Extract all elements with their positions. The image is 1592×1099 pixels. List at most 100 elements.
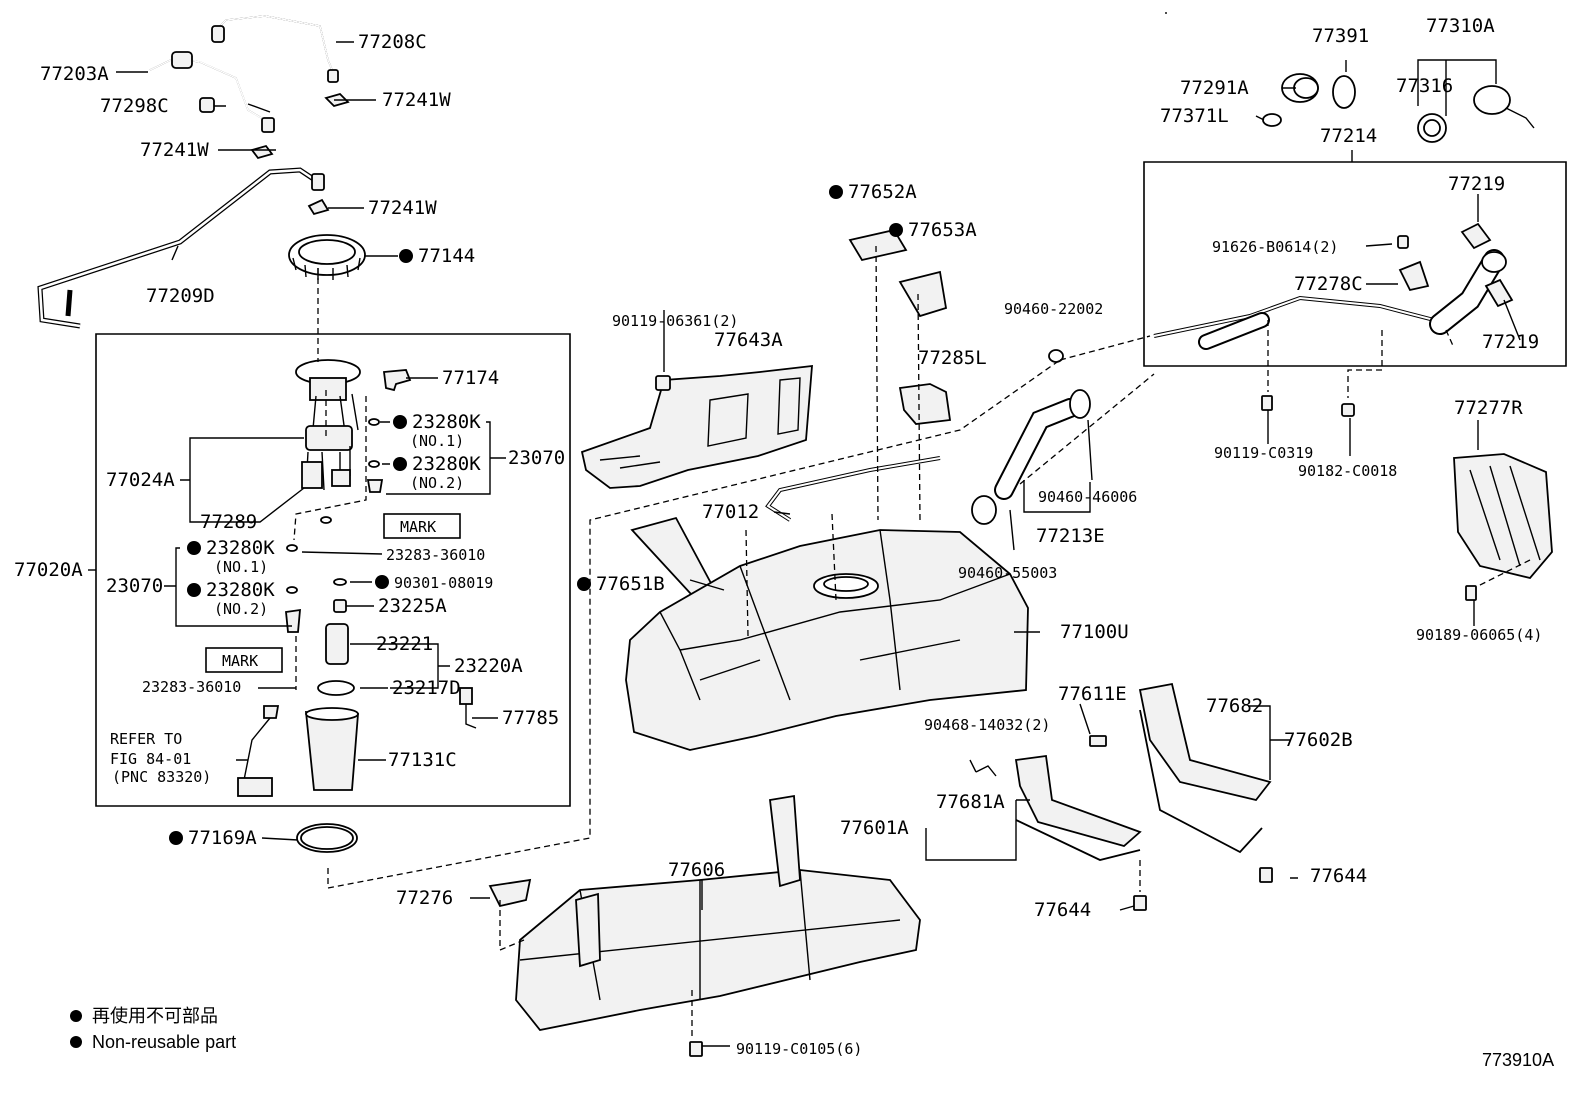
band-77601a [1014, 754, 1142, 847]
part-label-23280k-d[interactable]: 23280K [206, 579, 275, 601]
part-label-23220a[interactable]: 23220A [454, 655, 523, 677]
part-label-77682[interactable]: 77682 [1206, 695, 1263, 717]
clamp-77219-b [1484, 278, 1514, 308]
fuel-line-77208c [215, 15, 334, 73]
non-reusable-marker [393, 457, 407, 471]
clamp-90460-22002 [1048, 349, 1064, 363]
part-label-23283-a[interactable]: 23283-36010 [386, 546, 485, 564]
part-label-23225a[interactable]: 23225A [378, 595, 447, 617]
part-label-77291a[interactable]: 77291A [1180, 77, 1249, 99]
bracket-77278c [1398, 260, 1430, 292]
mark-box-a [383, 513, 461, 539]
part-label-77203a[interactable]: 77203A [40, 63, 109, 85]
part-label-23280k-a[interactable]: 23280K [412, 411, 481, 433]
part-label-77131c[interactable]: 77131C [388, 749, 457, 771]
part-label-77652a[interactable]: 77652A [848, 181, 917, 203]
part-label-90189[interactable]: 90189-06065(4) [1416, 626, 1542, 644]
part-label-90468[interactable]: 90468-14032(2) [924, 716, 1050, 734]
part-label-77643a[interactable]: 77643A [714, 329, 783, 351]
part-label-77241w-b[interactable]: 77241W [140, 139, 209, 161]
part-label-no1-a[interactable]: (NO.1) [410, 432, 464, 450]
part-label-77219-a[interactable]: 77219 [1448, 173, 1505, 195]
part-label-23221[interactable]: 23221 [376, 633, 433, 655]
bolt-91626 [1397, 235, 1409, 249]
pump-module-77024a [295, 359, 361, 491]
protector-77285l [898, 383, 952, 425]
part-label-77278c[interactable]: 77278C [1294, 273, 1363, 295]
part-label-77653a[interactable]: 77653A [908, 219, 977, 241]
part-label-23070-a[interactable]: 23070 [508, 447, 565, 469]
part-label-77601a[interactable]: 77601A [840, 817, 909, 839]
part-label-77611e[interactable]: 77611E [1058, 683, 1127, 705]
part-label-77285l[interactable]: 77285L [918, 347, 987, 369]
part-label-90301[interactable]: 90301-08019 [394, 574, 493, 592]
part-label-77371l[interactable]: 77371L [1160, 105, 1229, 127]
clamp-77241w-b [250, 144, 274, 160]
part-label-no1-b[interactable]: (NO.1) [214, 558, 268, 576]
part-label-77602b[interactable]: 77602B [1284, 729, 1353, 751]
part-label-77241w-a[interactable]: 77241W [382, 89, 451, 111]
part-label-77209d[interactable]: 77209D [146, 285, 215, 307]
refer-line-2: FIG 84-01 [110, 750, 191, 768]
diagram-id: 773910A [1482, 1050, 1554, 1070]
part-label-77277r[interactable]: 77277R [1454, 397, 1523, 419]
part-label-77100u[interactable]: 77100U [1060, 621, 1129, 643]
wire-77785 [459, 687, 473, 705]
clamp-77219-a [1460, 222, 1492, 250]
part-label-77012[interactable]: 77012 [702, 501, 759, 523]
part-label-77289[interactable]: 77289 [200, 511, 257, 533]
part-label-23280k-c[interactable]: 23280K [206, 537, 275, 559]
part-label-77644-a[interactable]: 77644 [1310, 865, 1367, 887]
ring-77391 [1332, 75, 1356, 109]
part-label-77651b[interactable]: 77651B [596, 573, 665, 595]
part-label-77681a[interactable]: 77681A [936, 791, 1005, 813]
part-label-90119-06361[interactable]: 90119-06361(2) [612, 312, 738, 330]
part-label-77144[interactable]: 77144 [418, 245, 475, 267]
part-label-77208c[interactable]: 77208C [358, 31, 427, 53]
clip-77298c [199, 97, 215, 113]
part-label-23280k-b[interactable]: 23280K [412, 453, 481, 475]
part-label-91626[interactable]: 91626-B0614(2) [1212, 238, 1338, 256]
regulator-bottom [285, 608, 301, 633]
part-label-77024a[interactable]: 77024A [106, 469, 175, 491]
bolt-77611e [1089, 735, 1107, 747]
part-label-77644-b[interactable]: 77644 [1034, 899, 1091, 921]
part-label-77391[interactable]: 77391 [1312, 25, 1369, 47]
part-label-77241w-c[interactable]: 77241W [368, 197, 437, 219]
part-label-90182[interactable]: 90182-C0018 [1298, 462, 1397, 480]
fuel-sender [237, 777, 273, 797]
part-label-90460-46006[interactable]: 90460-46006 [1038, 488, 1137, 506]
part-label-77174[interactable]: 77174 [442, 367, 499, 389]
part-label-77213e[interactable]: 77213E [1036, 525, 1105, 547]
part-label-77298c[interactable]: 77298C [100, 95, 169, 117]
part-label-77606[interactable]: 77606 [668, 859, 725, 881]
cushion-77652a [848, 228, 908, 262]
mark-label-a: MARK [400, 518, 436, 536]
protector-77277r [1453, 453, 1553, 580]
part-label-77214[interactable]: 77214 [1320, 125, 1377, 147]
fuel-pump-23221 [325, 623, 349, 665]
part-label-90119-c0105[interactable]: 90119-C0105(6) [736, 1040, 862, 1058]
non-reusable-marker [399, 249, 413, 263]
protector-77606 [515, 869, 921, 1031]
legend-dot-2 [70, 1036, 82, 1048]
part-label-77785[interactable]: 77785 [502, 707, 559, 729]
part-label-23217d[interactable]: 23217D [392, 677, 461, 699]
part-label-90119-c0319[interactable]: 90119-C0319 [1214, 444, 1313, 462]
part-label-77276[interactable]: 77276 [396, 887, 453, 909]
part-label-no2-b[interactable]: (NO.2) [214, 600, 268, 618]
clamp-90460-46006 [1069, 389, 1091, 419]
part-label-77310a[interactable]: 77310A [1426, 15, 1495, 37]
non-reusable-marker [393, 415, 407, 429]
part-label-no2-a[interactable]: (NO.2) [410, 474, 464, 492]
regulator-top [366, 479, 384, 493]
part-label-77169a[interactable]: 77169A [188, 827, 257, 849]
tube-77012 [765, 456, 941, 522]
part-label-77020a[interactable]: 77020A [14, 559, 83, 581]
part-label-77219-b[interactable]: 77219 [1482, 331, 1539, 353]
part-label-23283-b[interactable]: 23283-36010 [142, 678, 241, 696]
part-label-90460-55003[interactable]: 90460-55003 [958, 564, 1057, 582]
part-label-90460-22002[interactable]: 90460-22002 [1004, 300, 1103, 318]
part-label-23070-b[interactable]: 23070 [106, 575, 163, 597]
part-label-77316[interactable]: 77316 [1396, 75, 1453, 97]
